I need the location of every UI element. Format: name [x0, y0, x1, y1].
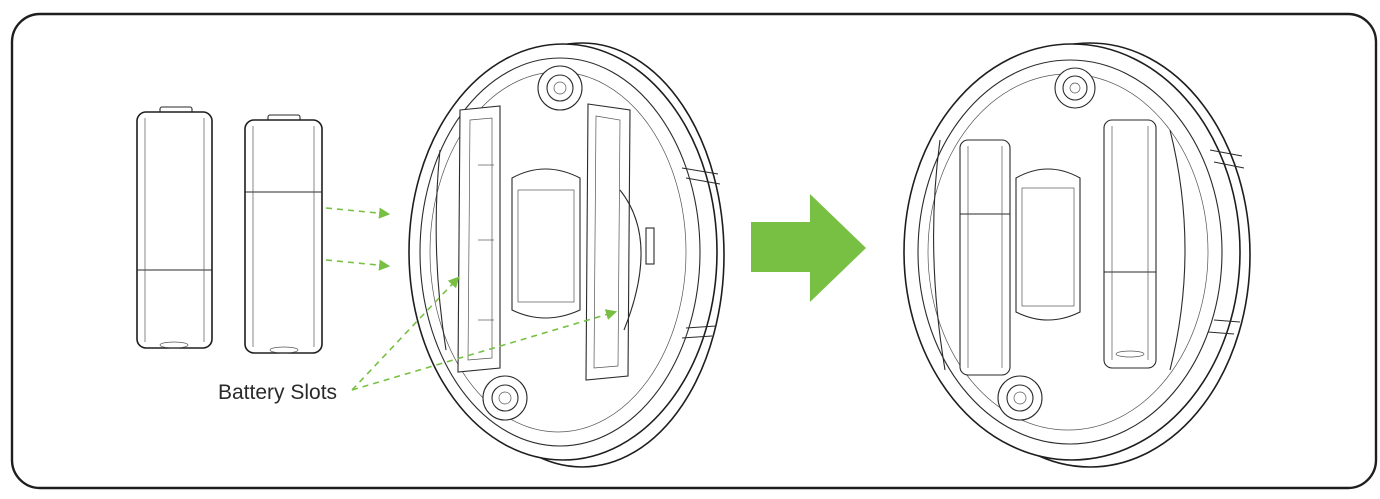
- battery-mount-empty-icon: [408, 42, 725, 468]
- installed-battery-left: [933, 139, 1011, 376]
- screw-boss-top: [537, 65, 583, 111]
- center-pad-2: [1015, 168, 1081, 321]
- battery-right: [244, 114, 323, 354]
- battery-slot-callouts: [351, 276, 618, 391]
- green-right-arrow-icon: [751, 194, 866, 302]
- battery-mount-loaded-icon: [903, 42, 1251, 468]
- screw-boss-bottom: [482, 375, 528, 421]
- installed-battery-right: [1103, 119, 1186, 371]
- aa-battery-icon: [136, 106, 323, 354]
- battery-slot-right: [585, 103, 655, 381]
- screw-boss-top-2: [1054, 67, 1096, 109]
- center-pad: [511, 168, 581, 319]
- screw-boss-bottom-2: [997, 375, 1043, 421]
- battery-slots-label: Battery Slots: [218, 381, 337, 404]
- battery-left: [136, 106, 213, 349]
